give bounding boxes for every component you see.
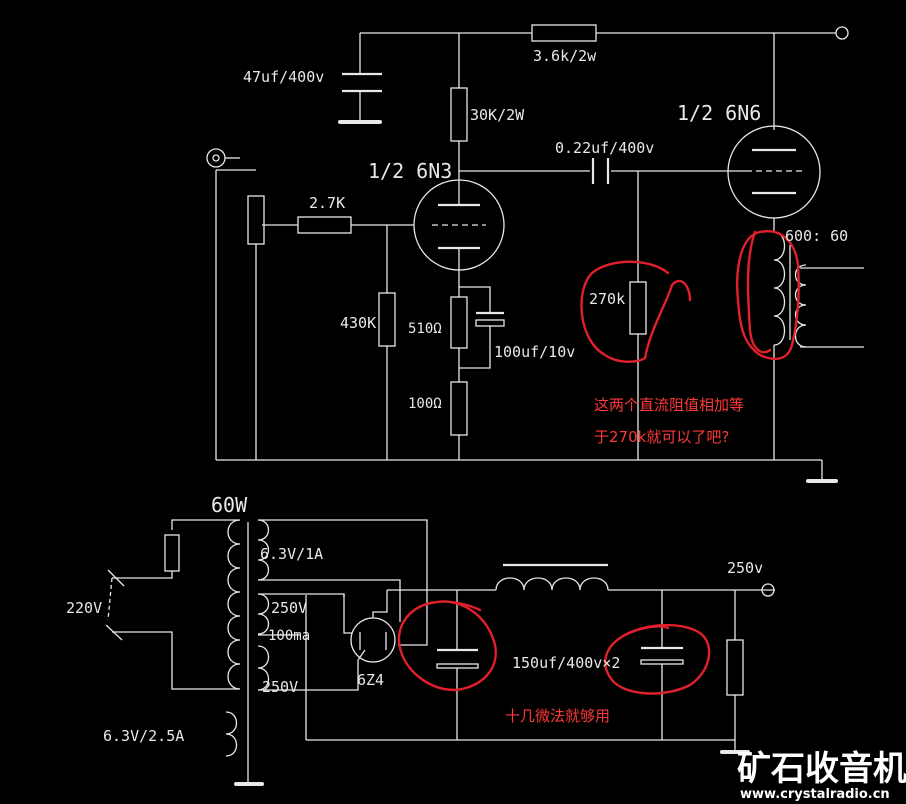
note-1-line-2: 于270k就可以了吧? <box>594 428 729 446</box>
resistor-3k6 <box>531 24 597 42</box>
output-terminal <box>835 26 849 40</box>
label-r-270k: 270k <box>589 290 625 308</box>
power-transformer-primary <box>227 519 241 690</box>
rectifier-6z4-symbol <box>350 590 396 663</box>
label-r-510: 510Ω <box>408 321 442 337</box>
resistor-100 <box>450 381 468 436</box>
label-r-430k: 430K <box>340 314 376 332</box>
capacitor-47uf <box>338 72 382 124</box>
mains-switch <box>105 569 130 641</box>
resistor-2k7 <box>297 216 352 234</box>
resistor-30k <box>450 87 468 142</box>
tube-6n3-symbol <box>413 171 505 271</box>
amplifier-wiring <box>215 32 864 480</box>
label-tr-100ma: 100ma <box>268 628 310 644</box>
filter-choke <box>495 563 609 591</box>
filter-capacitor-2 <box>640 646 684 665</box>
label-250v-out: 250v <box>727 559 763 577</box>
volume-potentiometer <box>247 195 265 245</box>
label-r-100: 100Ω <box>408 396 442 412</box>
label-ps-power: 60W <box>211 493 248 517</box>
label-c-100uf: 100uf/10v <box>494 343 575 361</box>
label-mains: 220V <box>66 599 102 617</box>
power-transformer-secondaries <box>225 519 270 757</box>
red-annotation-circles <box>397 230 800 695</box>
label-c-022: 0.22uf/400v <box>555 139 654 157</box>
capacitor-0-22uf <box>591 158 610 184</box>
label-r-2k7: 2.7K <box>309 194 345 212</box>
mains-fuse <box>164 534 180 572</box>
input-jack <box>206 148 240 168</box>
output-transformer <box>773 231 807 348</box>
label-r-30k: 30K/2W <box>470 106 525 124</box>
label-tr-63v1a: 6.3V/1A <box>260 545 323 563</box>
note-1-line-1: 这两个直流阻值相加等 <box>594 396 744 414</box>
watermark-title: 矿石收音机 <box>737 749 906 789</box>
capacitor-100uf <box>475 311 505 327</box>
resistor-430k <box>378 292 396 347</box>
label-rectifier: 6Z4 <box>357 671 384 689</box>
resistor-270k <box>629 281 647 335</box>
label-c-47uf: 47uf/400v <box>243 68 324 86</box>
label-r-3k6: 3.6k/2w <box>533 47 597 65</box>
psu-wiring <box>130 519 775 750</box>
tube-6n6-symbol <box>727 125 821 219</box>
label-tube-6n3: 1/2 6N3 <box>368 159 452 183</box>
note-2: 十几微法就够用 <box>505 707 610 725</box>
label-ratio: 600: 60 <box>785 227 848 245</box>
filter-capacitor-1 <box>436 648 479 669</box>
resistor-510 <box>450 296 468 349</box>
label-tr-63v25a: 6.3V/2.5A <box>103 727 184 745</box>
label-tube-6n6: 1/2 6N6 <box>677 101 761 125</box>
label-tr-250v-top: 250V <box>271 599 307 617</box>
watermark-url: www.crystalradio.cn <box>740 787 890 802</box>
psu-output-terminal <box>761 583 775 597</box>
label-tr-250v-bot: 250V <box>262 678 298 696</box>
bleeder-resistor <box>726 639 744 696</box>
label-c-150uf: 150uf/400v×2 <box>512 654 620 672</box>
